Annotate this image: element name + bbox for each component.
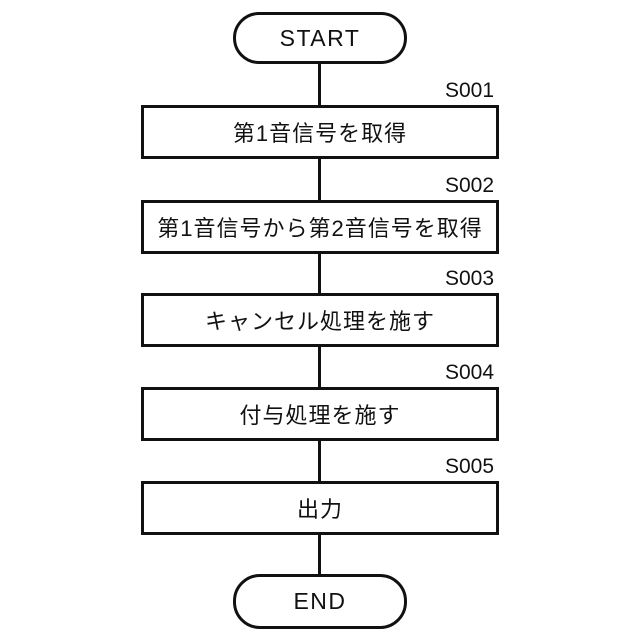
step-label-s005: S005 xyxy=(444,455,494,478)
start-terminal-label: START xyxy=(279,24,361,51)
step-label-s002: S002 xyxy=(444,174,494,197)
end-terminal: END xyxy=(233,574,407,629)
process-box-s004: 付与処理を施す xyxy=(141,387,499,441)
step-label-s001: S001 xyxy=(444,79,494,102)
process-text-s002: 第1音信号から第2音信号を取得 xyxy=(157,216,483,241)
process-text-s004: 付与処理を施す xyxy=(239,403,401,428)
step-label-s004: S004 xyxy=(444,361,494,384)
process-text-s003: キャンセル処理を施す xyxy=(204,309,435,334)
process-text-s001: 第1音信号を取得 xyxy=(232,121,408,146)
process-box-s002: 第1音信号から第2音信号を取得 xyxy=(141,200,499,254)
process-box-s001: 第1音信号を取得 xyxy=(141,105,499,159)
end-terminal-label: END xyxy=(293,588,347,614)
process-box-s003: キャンセル処理を施す xyxy=(141,293,499,347)
start-terminal: START xyxy=(233,12,407,64)
process-box-s005: 出力 xyxy=(141,481,499,535)
process-text-s005: 出力 xyxy=(296,497,343,522)
step-label-s003: S003 xyxy=(444,267,494,290)
